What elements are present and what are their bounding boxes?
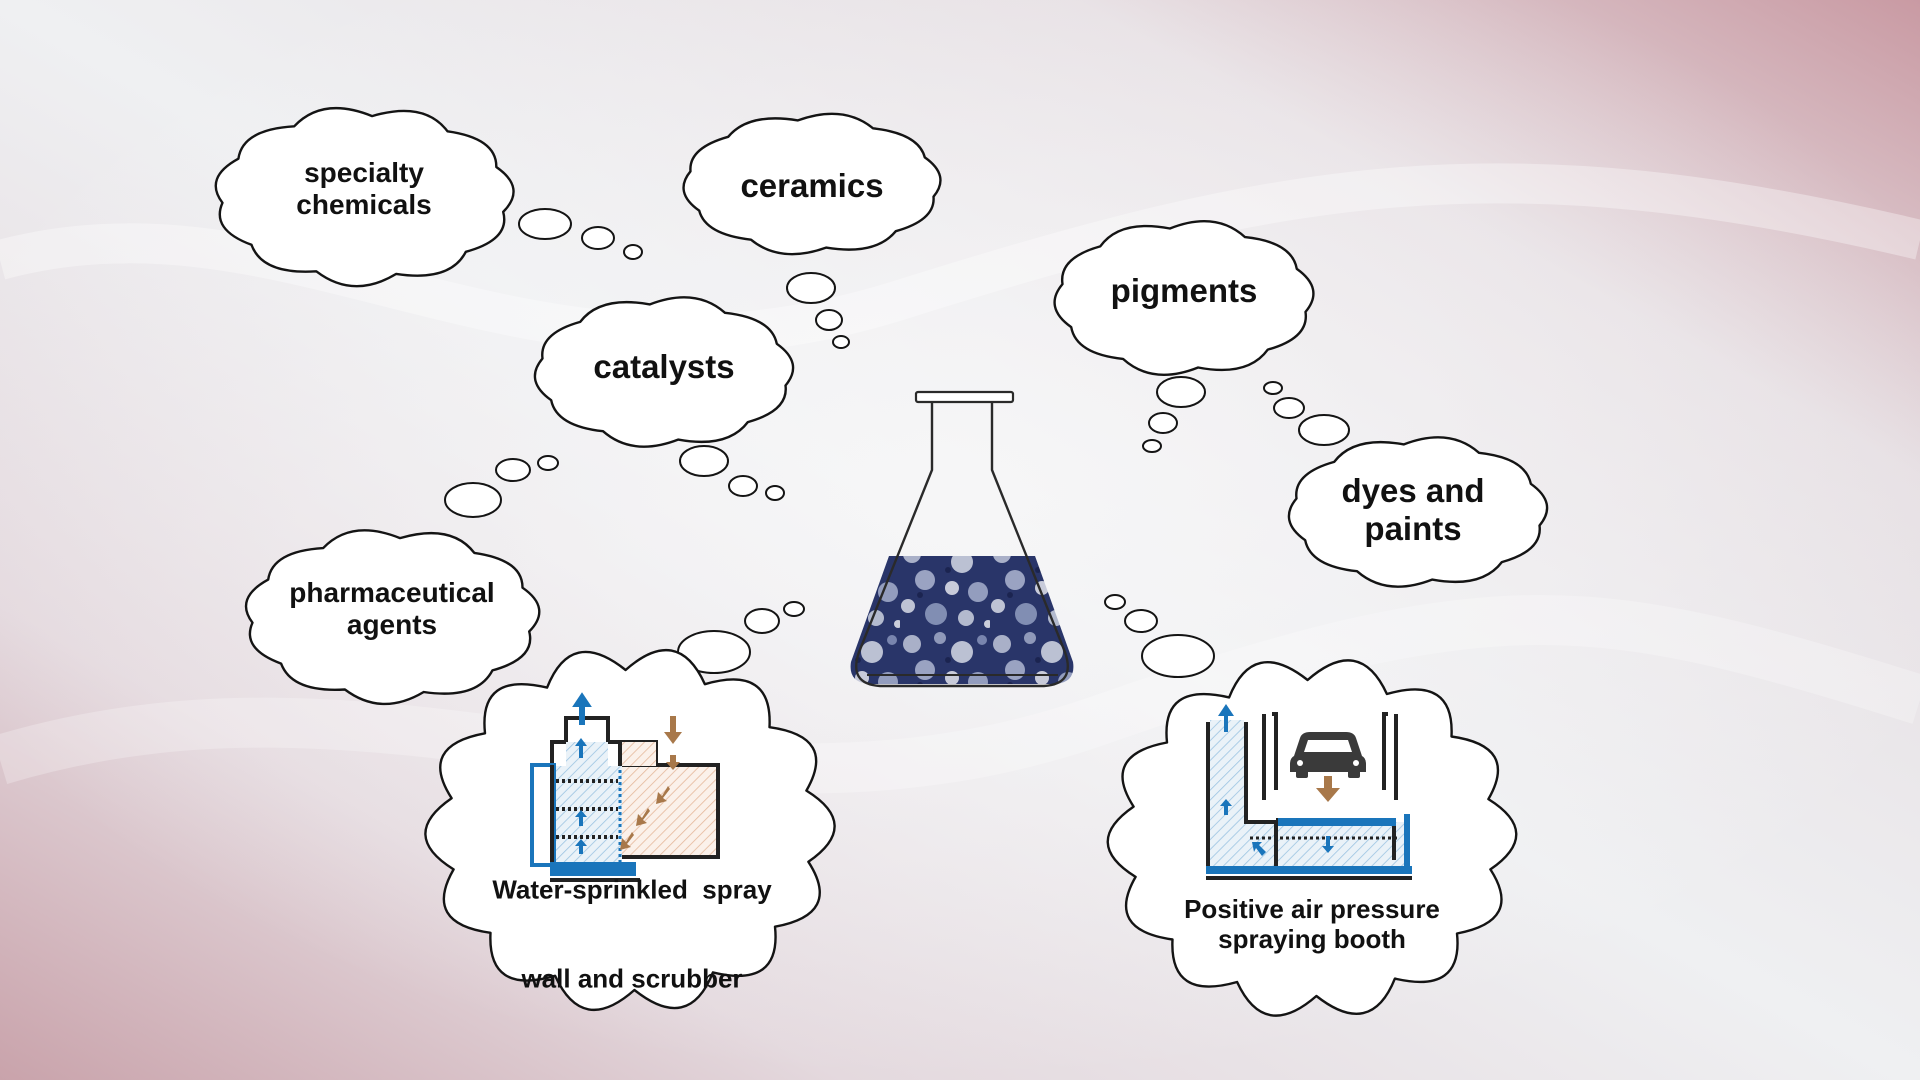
label-pigments: pigments — [1111, 272, 1258, 310]
label-positive-air: Positive air pressure spraying booth — [1184, 895, 1440, 955]
label-pharmaceutical-agents: pharmaceutical agents — [289, 577, 494, 641]
label-specialty-chemicals: specialty chemicals — [296, 157, 431, 221]
car-icon — [1290, 732, 1366, 778]
label-catalysts: catalysts — [593, 348, 734, 386]
label-ceramics: ceramics — [740, 167, 883, 205]
label-water-sprinkled: Water-sprinkled spray wall and scrubber — [492, 815, 771, 1024]
label-dyes-and-paints: dyes and paints — [1341, 472, 1484, 548]
